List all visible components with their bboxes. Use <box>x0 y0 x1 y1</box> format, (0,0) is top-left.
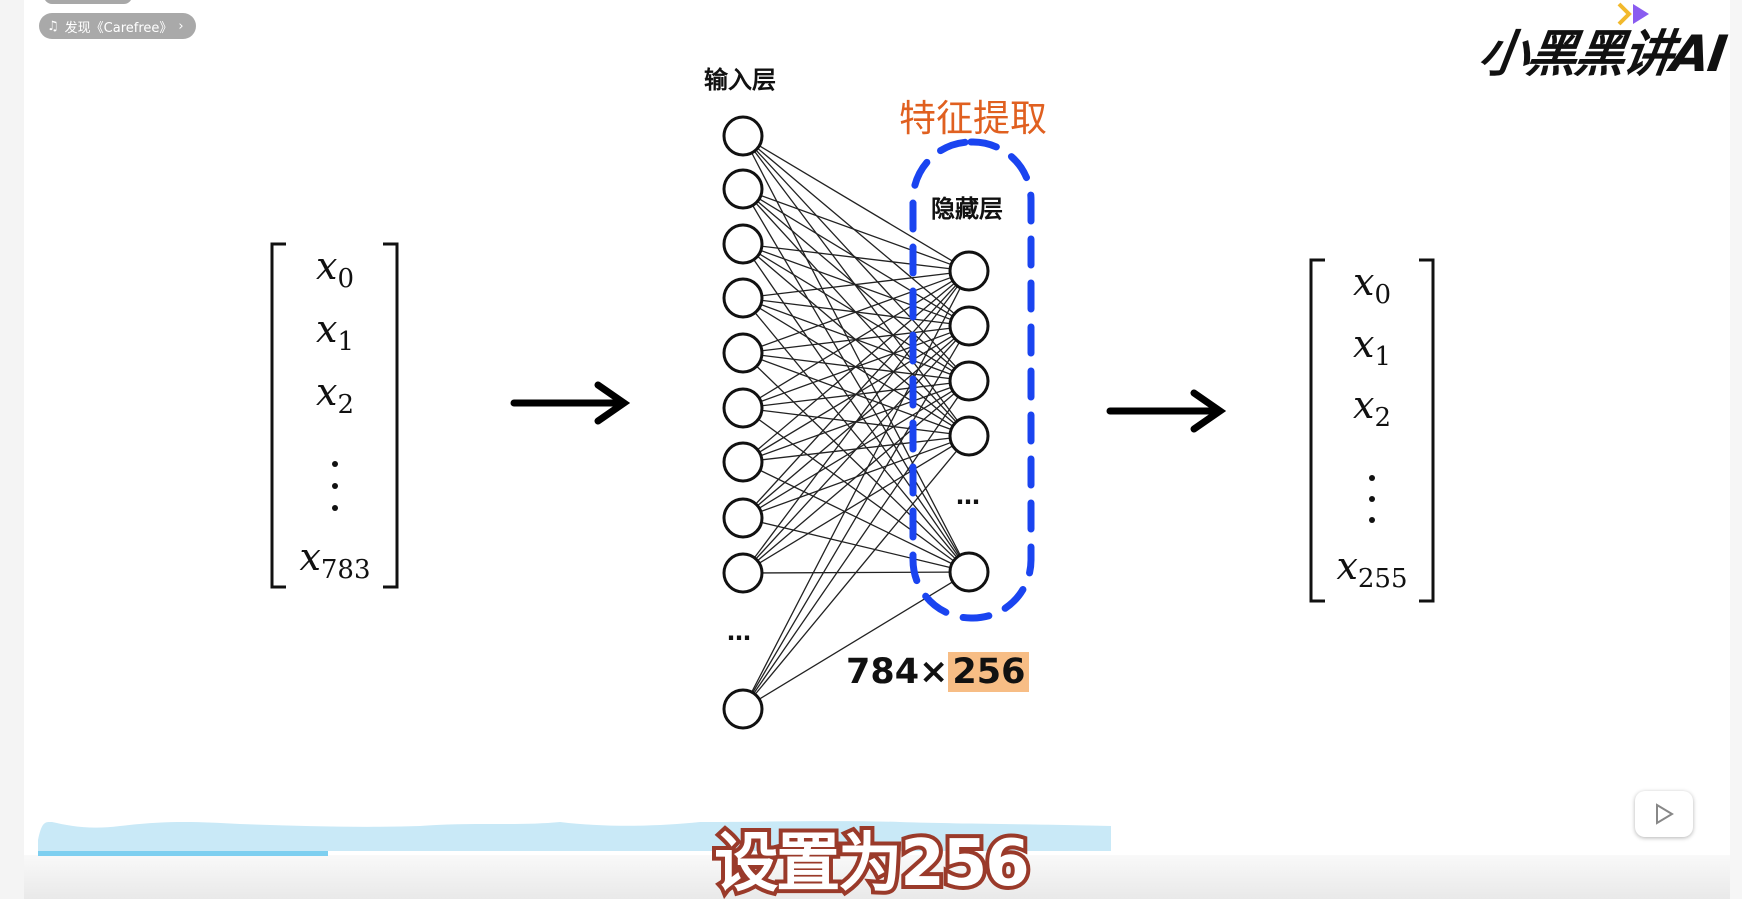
connection-edge <box>755 149 956 367</box>
feature-extraction-label: 特征提取 <box>899 97 1047 140</box>
input-node <box>722 688 764 730</box>
entry-subscript: 1 <box>1374 342 1391 372</box>
entry-subscript: 2 <box>337 390 354 420</box>
input-node <box>722 387 764 429</box>
weight-shape-label: 784× 256 <box>846 652 1030 692</box>
connection-edge <box>756 365 956 559</box>
input-node <box>722 277 764 319</box>
connection-edge <box>760 194 951 265</box>
entry-subscript: 2 <box>1374 403 1391 433</box>
left-vector-brackets <box>270 242 399 589</box>
vector-entry: x0 <box>1307 260 1437 310</box>
hidden-node <box>948 305 990 347</box>
connection-edge <box>757 147 955 314</box>
right-vector-vdots <box>1369 475 1375 523</box>
arrow-right-2 <box>1106 389 1227 433</box>
connection-edge <box>760 277 951 348</box>
progress-bar[interactable] <box>38 851 328 856</box>
connection-edge <box>761 272 950 297</box>
input-ellipsis: … <box>727 618 751 646</box>
vector-entry: x783 <box>270 535 400 585</box>
connection-edge <box>755 340 956 560</box>
vector-entry: x1 <box>270 307 400 357</box>
entry-subscript: 1 <box>337 327 354 357</box>
connection-edge <box>758 445 953 564</box>
connection-edge <box>758 581 953 700</box>
hidden-node <box>948 551 990 593</box>
hidden-layer-dashed-box <box>909 138 1035 622</box>
entry-base: x <box>299 535 321 579</box>
connection-edge <box>757 283 955 451</box>
weight-shape-prefix: 784× <box>846 652 949 692</box>
play-button[interactable] <box>1635 791 1693 837</box>
entry-base: x <box>316 307 338 351</box>
entry-subscript: 0 <box>1374 280 1391 310</box>
music-note-icon: ♫ <box>47 18 59 34</box>
left-vector-vdots <box>332 461 338 511</box>
chevron-right-icon: › <box>178 18 184 34</box>
connections <box>751 145 961 700</box>
entry-base: x <box>316 244 338 288</box>
connection-edge <box>753 397 959 694</box>
top-tag[interactable] <box>44 0 132 4</box>
input-node <box>722 168 764 210</box>
logo-play-icon <box>1617 2 1649 26</box>
music-tag-text: 发现《Carefree》 <box>64 20 173 36</box>
input-node <box>722 115 764 157</box>
connection-edge <box>753 286 958 559</box>
connection-edge <box>752 342 960 693</box>
weight-shape-highlight: 256 <box>948 652 1030 692</box>
entry-base: x <box>1353 322 1375 366</box>
hidden-node <box>948 360 990 402</box>
connection-edge <box>758 145 953 262</box>
connection-edge <box>754 450 957 695</box>
audio-waveform <box>38 821 1111 851</box>
connection-edge <box>753 259 959 556</box>
entry-base: x <box>1353 383 1375 427</box>
vector-entry: x0 <box>270 244 400 294</box>
entry-subscript: 783 <box>320 555 371 585</box>
connection-edge <box>757 393 955 562</box>
vector-entry: x1 <box>1307 322 1437 372</box>
connection-edge <box>761 245 950 270</box>
hidden-layer-label: 隐藏层 <box>931 195 1003 223</box>
input-node <box>722 497 764 539</box>
connection-edge <box>758 280 953 399</box>
subtitle: 设置为256 <box>710 823 1034 904</box>
page-left-border <box>0 0 24 899</box>
entry-base: x <box>1336 544 1358 588</box>
connection-edge <box>751 288 961 693</box>
input-node <box>722 552 764 594</box>
input-layer-label: 输入层 <box>704 66 776 94</box>
hidden-ellipsis: … <box>956 482 980 510</box>
hidden-node <box>948 415 990 457</box>
entry-subscript: 255 <box>1357 564 1408 594</box>
input-node <box>722 223 764 265</box>
input-node <box>722 441 764 483</box>
right-vector-brackets <box>1309 258 1435 603</box>
page-right-border <box>1730 0 1742 899</box>
vector-entry: x2 <box>1307 383 1437 433</box>
player-controls-bar <box>24 855 1730 899</box>
connection-edge <box>755 285 956 505</box>
hidden-node <box>948 250 990 292</box>
vector-entry: x2 <box>270 370 400 420</box>
play-icon <box>1656 803 1674 825</box>
connection-edge <box>759 469 952 564</box>
connection-edge <box>752 205 960 556</box>
arrow-right-1 <box>510 381 631 425</box>
connection-edge <box>751 152 961 555</box>
input-node <box>722 332 764 374</box>
entry-base: x <box>1353 260 1375 304</box>
connection-edge <box>754 312 957 557</box>
entry-base: x <box>316 370 338 414</box>
music-tag[interactable]: ♫ 发现《Carefree》 › <box>39 13 196 39</box>
entry-subscript: 0 <box>337 264 354 294</box>
vector-entry: x255 <box>1307 544 1437 594</box>
